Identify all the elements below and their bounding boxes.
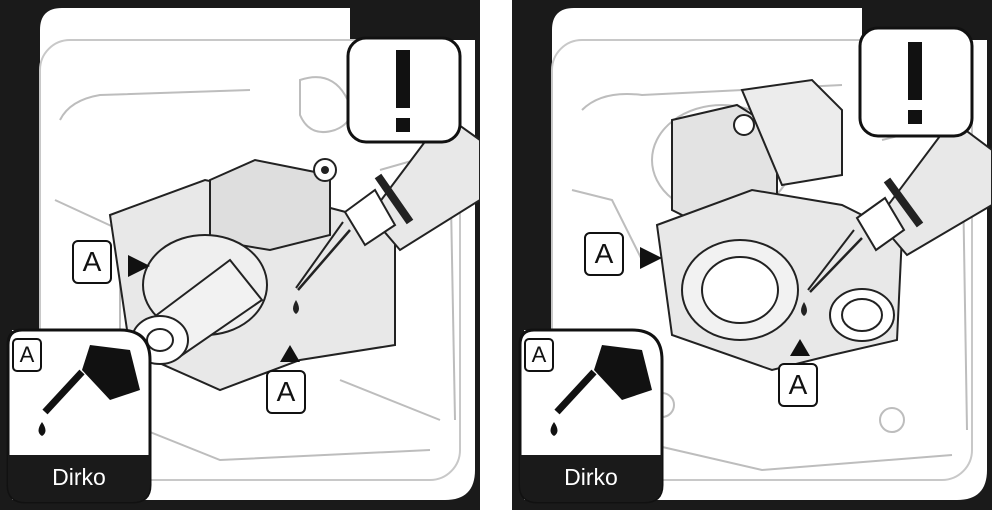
legend-product-name: Dirko: [52, 464, 106, 490]
sealant-drop-icon: [293, 300, 299, 314]
arrow-right-icon: [640, 247, 662, 269]
sealant-drop-icon: [801, 302, 807, 316]
legend-tube-icon: [42, 345, 140, 415]
legend-letter: A: [524, 338, 554, 372]
callout-label-bottom: A: [266, 370, 306, 414]
legend-product-name: Dirko: [564, 464, 618, 490]
instruction-panel-right: A A A Dirko: [512, 0, 992, 510]
engine-illustration-right: [518, 8, 992, 504]
warning-exclamation-icon: [908, 42, 922, 124]
instruction-panel-left: A A A Dirko: [0, 0, 480, 510]
callout-label-top: A: [584, 232, 624, 276]
legend-letter: A: [12, 338, 42, 372]
warning-exclamation-icon: [396, 50, 410, 132]
legend-tube-icon: [554, 345, 652, 415]
arrow-up-icon: [790, 339, 810, 356]
arrow-up-icon: [280, 345, 300, 362]
engine-illustration-left: [6, 8, 480, 504]
callout-label-top: A: [72, 240, 112, 284]
sealant-tube-icon: [295, 113, 480, 291]
arrow-right-icon: [128, 255, 150, 277]
callout-label-bottom: A: [778, 363, 818, 407]
sealant-tube-icon: [807, 118, 992, 293]
legend-drop-icon: [38, 422, 46, 436]
legend-drop-icon: [550, 422, 558, 436]
